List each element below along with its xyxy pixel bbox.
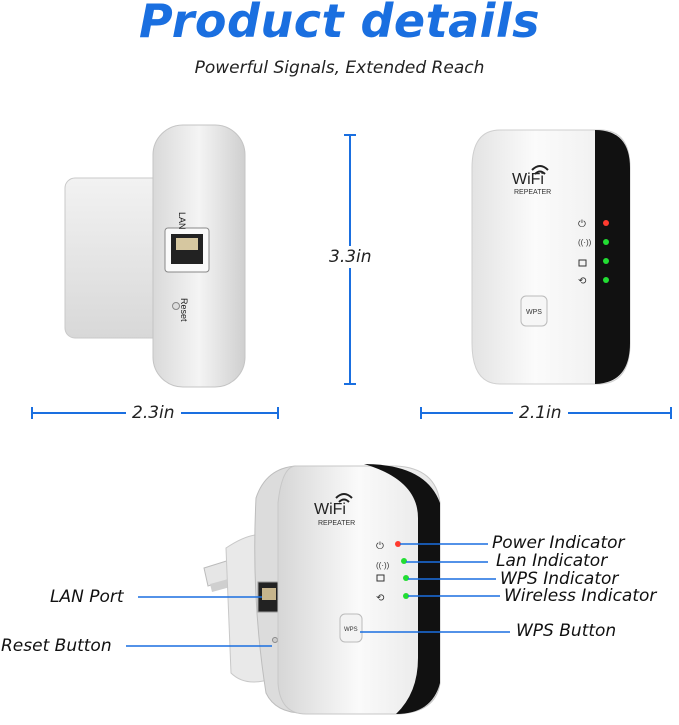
device-perspective-view: WiFi REPEATER ⏻ ((·)) ⟲ WPS [203,464,441,715]
svg-text:⟲: ⟲ [376,593,385,604]
side-width-label: 2.3in [126,403,181,423]
front-width-label: 2.1in [513,403,568,423]
device-side-view: LAN Reset [64,124,246,388]
front-wireless-led [603,277,609,283]
perspective-model-label: REPEATER [318,520,355,527]
front-wps-led [603,258,609,264]
svg-text:WPS: WPS [344,627,358,633]
perspective-lan-led [401,558,407,564]
svg-text:((·)): ((·)) [376,561,390,570]
page-subtitle: Powerful Signals, Extended Reach [194,58,485,78]
wps-indicator-label: WPS Indicator [500,569,619,589]
svg-text:⏻: ⏻ [376,541,384,552]
power-indicator-label: Power Indicator [492,533,625,553]
wireless-indicator-label: Wireless Indicator [504,586,657,606]
front-wps-button [520,295,548,327]
wps-button-label: WPS Button [516,621,617,641]
front-model-label: REPEATER [514,189,551,196]
perspective-brand-label: WiFi [314,501,346,518]
lan-port-label: LAN Port [50,587,124,607]
side-reset-label: Reset [179,298,189,322]
reset-button [172,302,180,310]
lan-indicator-label: Lan Indicator [496,551,608,571]
front-lan-led [603,239,609,245]
callout-lines [126,543,510,647]
front-wps-text: WPS [526,309,542,316]
device-front-view: WiFi REPEATER ⏻ ((·)) ⟲ WPS [471,129,631,385]
svg-text:((·)): ((·)) [578,238,592,247]
page-title: Product details [138,0,541,48]
side-lan-label: LAN [177,212,187,230]
front-brand-label: WiFi [512,171,544,188]
perspective-wireless-led [403,593,409,599]
perspective-wps-button [339,613,363,643]
reset-button-label: Reset Button [1,636,112,656]
svg-text:⏻: ⏻ [578,219,586,230]
perspective-power-led [395,541,401,547]
front-power-led [603,220,609,226]
perspective-wps-led [403,575,409,581]
height-label: 3.3in [329,246,372,268]
svg-text:⟲: ⟲ [578,276,587,287]
